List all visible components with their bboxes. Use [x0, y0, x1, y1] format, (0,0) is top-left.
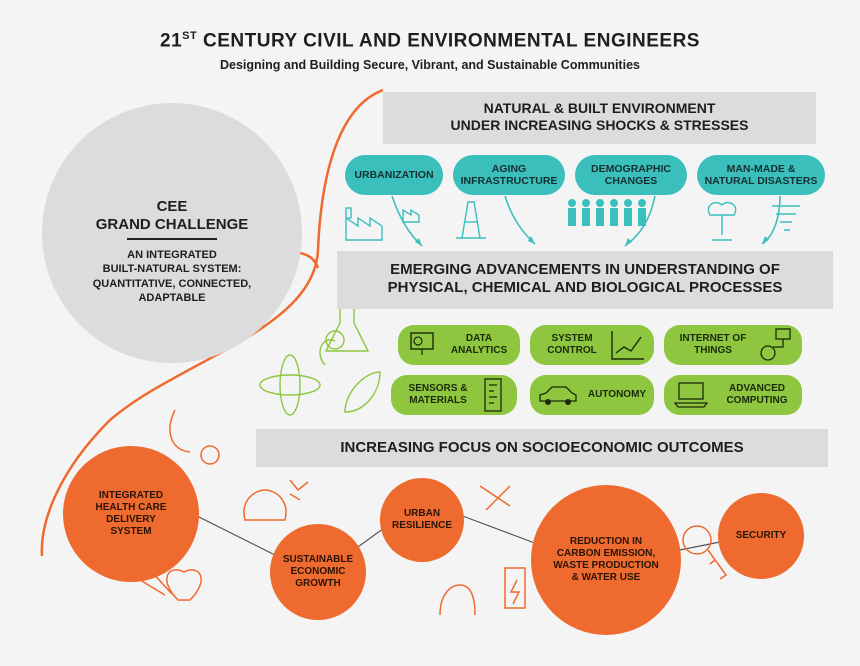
pill-system-control: SYSTEM CONTROL — [530, 325, 654, 365]
aging-line1: AGING — [491, 162, 527, 175]
health-line3: DELIVERY — [106, 514, 156, 525]
banner-emerging-advancements: EMERGING ADVANCEMENTS IN UNDERSTANDING O… — [337, 251, 833, 309]
people-icon — [568, 199, 646, 226]
circle-health-care: INTEGRATED HEALTH CARE DELIVERY SYSTEM — [63, 446, 199, 582]
banner2-line1: EMERGING ADVANCEMENTS IN UNDERSTANDING O… — [390, 261, 780, 278]
pill-data-analytics: DATA ANALYTICS — [398, 325, 520, 365]
computing-line2: COMPUTING — [726, 395, 788, 406]
grand-desc-line3: QUANTITATIVE, CONNECTED, — [92, 277, 252, 290]
page-subtitle: Designing and Building Secure, Vibrant, … — [220, 58, 640, 72]
data-analytics-label: DATA ANALYTICS — [438, 333, 520, 357]
data-line2: ANALYTICS — [450, 345, 508, 356]
demographic-line2: CHANGES — [604, 175, 658, 187]
disasters-line2: NATURAL DISASTERS — [704, 175, 818, 187]
banner-shocks-stresses: NATURAL & BUILT ENVIRONMENT UNDER INCREA… — [383, 92, 816, 144]
grand-heading-line1: CEE — [156, 198, 188, 215]
carbon-line2: CARBON EMISSION, — [556, 548, 656, 559]
chart-board-icon — [410, 332, 434, 355]
health-line2: HEALTH CARE — [95, 502, 167, 513]
urban-line1: URBAN — [403, 508, 441, 519]
sensors-label: SENSORS & MATERIALS — [391, 383, 479, 407]
system-control-label: SYSTEM CONTROL — [530, 333, 608, 357]
pill-internet-of-things: INTERNET OF THINGS — [664, 325, 802, 365]
grand-challenge-description: AN INTEGRATED BUILT-NATURAL SYSTEM: QUAN… — [42, 248, 302, 305]
grand-desc-line4: ADAPTABLE — [138, 291, 206, 304]
banner1-line1: NATURAL & BUILT ENVIRONMENT — [483, 100, 716, 116]
banner1-line2: UNDER INCREASING SHOCKS & STRESSES — [450, 116, 749, 133]
pill-sensors-materials: SENSORS & MATERIALS — [391, 375, 517, 415]
network-icon — [760, 328, 791, 361]
grand-challenge-heading: CEE GRAND CHALLENGE — [42, 198, 302, 234]
circle-urban-resilience: URBAN RESILIENCE — [380, 478, 464, 562]
econ-line2: ECONOMIC — [290, 566, 346, 577]
urban-line2: RESILIENCE — [391, 520, 452, 531]
sensors-line2: MATERIALS — [409, 395, 467, 406]
science-icons — [259, 304, 381, 416]
demographic-line1: DEMOGRAPHIC — [591, 162, 671, 175]
econ-line3: GROWTH — [295, 578, 341, 589]
carbon-line4: & WATER USE — [571, 572, 641, 583]
pill-urbanization: URBANIZATION — [345, 155, 443, 195]
sensors-line1: SENSORS & — [408, 383, 468, 394]
title-number: 21 — [160, 30, 183, 52]
circle-carbon-reduction: REDUCTION IN CARBON EMISSION, WASTE PROD… — [531, 485, 681, 635]
iot-line1: INTERNET OF — [679, 333, 747, 344]
car-icon — [539, 386, 577, 405]
pill-demographic-changes: DEMOGRAPHIC CHANGES — [575, 155, 687, 195]
title-superscript: ST — [182, 30, 198, 42]
line-graph-icon — [611, 331, 644, 360]
grand-divider — [127, 238, 217, 240]
autonomy-label: AUTONOMY — [587, 389, 647, 400]
grand-challenge-circle — [42, 103, 302, 363]
disasters-line1: MAN-MADE & — [726, 162, 796, 175]
banner-socioeconomic: INCREASING FOCUS ON SOCIOECONOMIC OUTCOM… — [256, 429, 828, 467]
computing-line1: ADVANCED — [729, 383, 785, 394]
econ-line1: SUSTAINABLE — [282, 554, 354, 565]
page-title: 21ST CENTURY CIVIL AND ENVIRONMENTAL ENG… — [0, 30, 860, 52]
banner2-line2: PHYSICAL, CHEMICAL AND BIOLOGICAL PROCES… — [387, 278, 783, 296]
iot-label: INTERNET OF THINGS — [664, 333, 756, 357]
data-line1: DATA — [465, 333, 493, 344]
security-label: SECURITY — [735, 530, 787, 541]
traffic-cone-icon — [456, 201, 486, 239]
computing-label: ADVANCED COMPUTING — [712, 383, 802, 407]
system-line2: CONTROL — [547, 345, 597, 356]
aging-line2: INFRASTRUCTURE — [460, 175, 558, 187]
laptop-icon — [673, 382, 709, 408]
carbon-line3: WASTE PRODUCTION — [553, 560, 659, 571]
pill-aging-infrastructure: AGING INFRASTRUCTURE — [453, 155, 565, 195]
pill-disasters: MAN-MADE & NATURAL DISASTERS — [697, 155, 825, 195]
brace-line — [299, 251, 320, 269]
system-line1: SYSTEM — [551, 333, 593, 344]
title-text: CENTURY CIVIL AND ENVIRONMENTAL ENGINEER… — [203, 30, 700, 52]
grand-desc-line1: AN INTEGRATED — [127, 249, 217, 261]
sensor-icon — [484, 378, 502, 412]
circle-security: SECURITY — [718, 493, 804, 579]
disaster-icon — [707, 201, 800, 241]
carbon-line1: REDUCTION IN — [569, 536, 643, 547]
circle-economic-growth: SUSTAINABLE ECONOMIC GROWTH — [270, 524, 366, 620]
urbanization-label: URBANIZATION — [354, 168, 434, 181]
grand-desc-line2: BUILT-NATURAL SYSTEM: — [102, 263, 242, 276]
iot-line2: THINGS — [694, 345, 732, 356]
pill-autonomy: AUTONOMY — [530, 375, 654, 415]
health-line1: INTEGRATED — [98, 490, 164, 501]
factory-icon — [345, 207, 420, 241]
grand-heading-line2: GRAND CHALLENGE — [95, 216, 249, 233]
health-line4: SYSTEM — [110, 526, 152, 537]
pill-advanced-computing: ADVANCED COMPUTING — [664, 375, 802, 415]
